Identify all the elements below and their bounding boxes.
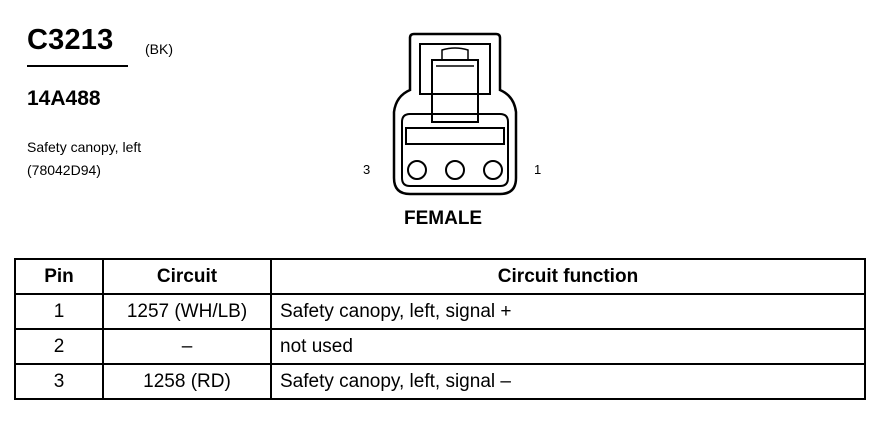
table-row: 2 – not used [14, 328, 866, 365]
pin-cavity-1 [483, 160, 503, 180]
pin-cell: 3 [14, 363, 104, 400]
table-row: 3 1258 (RD) Safety canopy, left, signal … [14, 363, 866, 400]
connector-color: (BK) [145, 41, 173, 57]
circuit-cell: 1258 (RD) [102, 363, 272, 400]
connector-gender-label: FEMALE [404, 208, 483, 229]
pin-cavity-2 [445, 160, 465, 180]
circuit-function-cell: Safety canopy, left, signal – [270, 363, 866, 400]
part-number: 14A488 [27, 87, 101, 110]
table-header-row: Pin Circuit Circuit function [14, 258, 866, 295]
pin-number-right-label: 1 [534, 162, 542, 177]
circuit-function-cell: not used [270, 328, 866, 365]
pin-cell: 1 [14, 293, 104, 330]
connector-housing-outline [392, 32, 518, 196]
pin-cell: 2 [14, 328, 104, 365]
circuit-cell: 1257 (WH/LB) [102, 293, 272, 330]
column-header-circuit-function: Circuit function [270, 258, 866, 295]
pin-cavity-3 [407, 160, 427, 180]
circuit-function-cell: Safety canopy, left, signal + [270, 293, 866, 330]
lock-slot [405, 127, 505, 145]
column-header-pin: Pin [14, 258, 104, 295]
latch-tab [431, 59, 479, 123]
latch-inner-outline [419, 43, 491, 95]
circuit-cell: – [102, 328, 272, 365]
connector-face-diagram [392, 32, 518, 196]
connector-id-underline [27, 65, 128, 67]
pin-number-left-label: 3 [363, 162, 371, 177]
connector-id: C3213 [27, 24, 114, 56]
table-row: 1 1257 (WH/LB) Safety canopy, left, sign… [14, 293, 866, 330]
connector-body-inner [401, 113, 509, 187]
connector-reference-number: (78042D94) [27, 162, 101, 178]
column-header-circuit: Circuit [102, 258, 272, 295]
pin-assignment-table: Pin Circuit Circuit function 1 1257 (WH/… [14, 258, 866, 400]
connector-description: Safety canopy, left [27, 139, 142, 155]
